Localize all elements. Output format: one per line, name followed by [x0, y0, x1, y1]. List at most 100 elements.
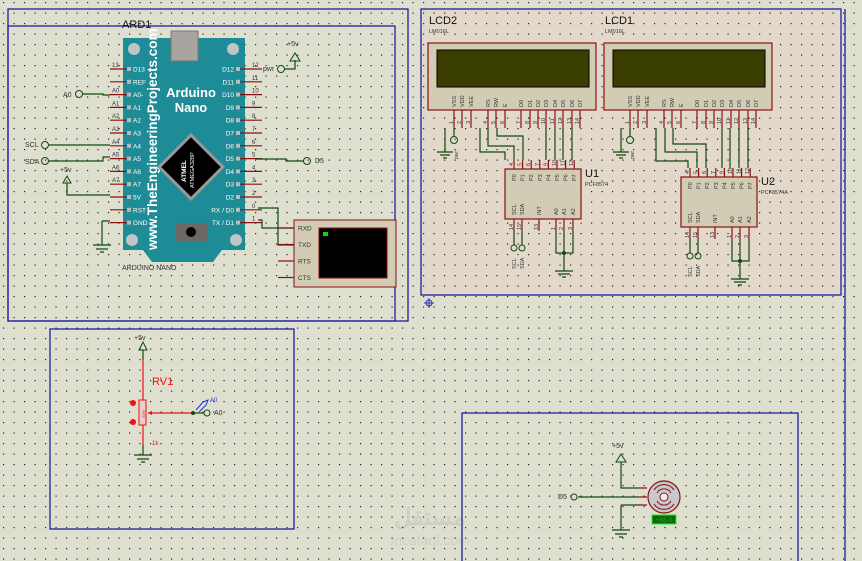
- arduino-pin-number: A0: [112, 89, 120, 95]
- expander-pin-name: INT: [713, 214, 719, 224]
- lcd-pin-number: 2: [633, 121, 639, 124]
- arduino-pin-name: D11: [223, 79, 235, 86]
- terminal-d5-label: D5: [315, 158, 324, 165]
- lcd-pin-name: D5: [561, 100, 567, 107]
- pot-decrease-button[interactable]: [130, 419, 136, 425]
- arduino-pin-pad: [127, 67, 131, 71]
- expander-pin-name: A0: [730, 216, 736, 223]
- expander-pin-name: A1: [562, 208, 568, 215]
- arduino-pin-number: 10: [252, 89, 259, 95]
- origin-marker-icon: [424, 298, 434, 308]
- wire-5v: [66, 183, 110, 196]
- lcd-pin-name: D4: [553, 100, 559, 107]
- lcd-pin-number: 2: [457, 121, 463, 124]
- terminal-scl-label: SCL: [25, 142, 39, 149]
- frame-lcd: [420, 8, 842, 296]
- terminal-a0-icon: [75, 90, 83, 98]
- pot-increase-button[interactable]: [130, 400, 136, 406]
- lcd-part: LM016L: [429, 29, 449, 35]
- arduino-pin-name: A5: [133, 156, 141, 163]
- frame-potentiometer: [49, 328, 295, 530]
- mount-hole: [126, 234, 138, 246]
- pot-ref: RV1: [152, 376, 173, 388]
- board-title-1: Arduino: [166, 85, 216, 100]
- arduino-pin-name: D9: [226, 105, 235, 112]
- terminal-cursor: [323, 232, 328, 236]
- board-title-2: Nano: [175, 100, 208, 115]
- servo-motor[interactable]: +5v D5 +88.8: [558, 443, 681, 538]
- expander-pin-name: P5: [555, 174, 561, 181]
- arduino-pin-pad: [236, 156, 240, 161]
- arduino-ref: ARD1: [122, 19, 151, 31]
- expander-pin-name: A0: [554, 208, 560, 215]
- lcd-lcd1[interactable]: LCD1LM016LVSS1VDD2VEE3RS4RW5E6D07D18D29D…: [603, 15, 773, 159]
- lcd-pin-name: RW: [670, 97, 676, 107]
- lcd-lcd2[interactable]: LCD2LM016LVSS1VDD2VEE3RS4RW5E6D07D18D29D…: [427, 15, 597, 159]
- lcd-pin-name: D0: [695, 100, 701, 107]
- terminal-pwr-icon: [450, 136, 458, 144]
- power-label: +5v: [287, 41, 299, 48]
- arduino-pin-name: D6: [226, 143, 235, 150]
- lcd-pin-number: 4: [483, 121, 489, 124]
- lcd-pin-name: D3: [544, 100, 550, 107]
- expander-pin-number: 15: [693, 232, 699, 238]
- arduino-pin-name: A2: [133, 118, 141, 125]
- expander-pin-name: P6: [740, 182, 746, 189]
- arduino-pin-name: D3: [226, 182, 235, 189]
- expander-u1[interactable]: U1PCF8574P04P15P26P37P49P510P611P712SCL1…: [504, 160, 608, 278]
- pot-body-text: 50%: [141, 410, 146, 418]
- voltage-probe-icon[interactable]: [195, 399, 209, 413]
- wire-sda: [49, 156, 110, 162]
- expander-part: PCF8574A: [761, 190, 788, 196]
- lcd-pin-name: E: [503, 103, 509, 107]
- arduino-pin-number: 8: [252, 114, 256, 120]
- arduino-pin-name: A0-: [133, 92, 143, 99]
- lcd-pwr-label: pwr: [630, 151, 636, 159]
- lcd-pin-number: 4: [659, 121, 665, 124]
- arduino-pin-name: TX / D1: [212, 220, 234, 227]
- expander-pin-number: 10: [552, 160, 558, 166]
- lcd-pin-number: 7: [516, 121, 522, 124]
- arduino-pin-number: 0: [252, 204, 256, 210]
- expander-pin-name: A1: [738, 216, 744, 223]
- expander-pin-name: SDA: [696, 211, 702, 223]
- expander-pin-name: P7: [572, 174, 578, 181]
- ground-icon: [93, 244, 111, 253]
- potentiometer[interactable]: +5v RV1 50% 1k A0 A0: [130, 335, 223, 463]
- arduino-pin-number: 6: [252, 140, 256, 146]
- terminal-pin-rts: RTS: [298, 259, 312, 266]
- terminal-scl-icon: [510, 244, 518, 252]
- lcd-screen: [612, 49, 766, 88]
- lcd-pin-number: 13: [743, 118, 749, 124]
- expander-body: [680, 176, 758, 228]
- lcd-pin-name: D2: [712, 100, 718, 107]
- arduino-pin-name: D4: [226, 169, 235, 176]
- lcd-pin-number: 10: [541, 118, 547, 124]
- usb-connector: [170, 30, 199, 62]
- arduino-pin-pad: [127, 79, 131, 84]
- terminal-scl-label: SCL: [512, 258, 518, 269]
- watermark: مستقل mostaql.com: [390, 504, 469, 548]
- servo-power-label: +5v: [612, 443, 624, 450]
- expander-pin-number: 1: [727, 235, 733, 238]
- arduino-pin-name: D7: [226, 131, 235, 138]
- arduino-pin-number: 12: [252, 63, 259, 69]
- terminal-d5-icon: [303, 157, 311, 165]
- arduino-pin-number: A6: [112, 165, 120, 171]
- arduino-pin-name: RST: [133, 207, 146, 214]
- servo-angle-value: +88.8: [656, 517, 673, 524]
- terminal-scl-label: SCL: [688, 266, 694, 277]
- arduino-nano[interactable]: ARD1 Arduino Nano www.TheEngineeringProj…: [110, 19, 262, 272]
- terminal-a0-label: A0: [63, 92, 72, 99]
- lcd-pin-name: D6: [746, 100, 752, 107]
- expander-u2[interactable]: U2PCF8574AP04P15P26P37P49P510P611P712SCL…: [680, 168, 788, 286]
- expander-pin-number: 9: [543, 163, 549, 166]
- arduino-pin-pad: [127, 220, 131, 225]
- wire-rs-2: [655, 128, 689, 168]
- expander-pin-number: 14: [685, 232, 691, 238]
- terminal-pin-txd: TXD: [298, 242, 311, 249]
- terminal-screen[interactable]: [318, 227, 388, 279]
- terminal-scl-icon: [41, 141, 49, 149]
